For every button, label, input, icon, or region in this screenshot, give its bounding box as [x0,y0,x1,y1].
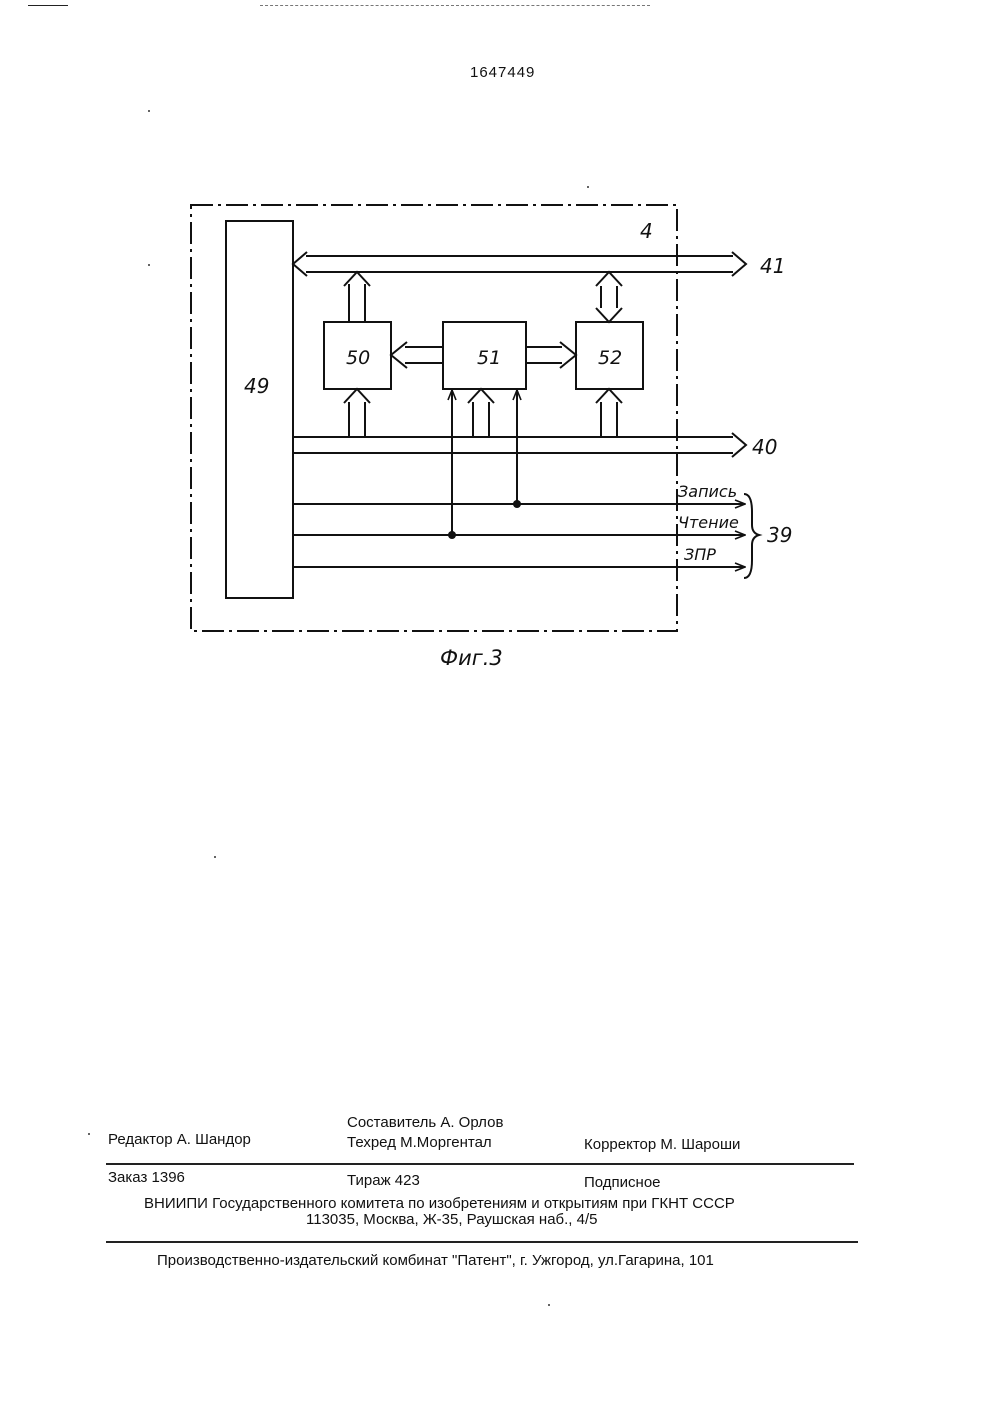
circuit-diagram: 49 50 51 52 4 41 40 [0,0,1000,700]
scan-speck [88,1133,90,1135]
bus-41-label: 41 [760,254,785,278]
link-51-to-52 [526,342,576,368]
subscription: Подписное [584,1174,661,1191]
scan-speck [548,1304,550,1306]
organization: ВНИИПИ Государственного комитета по изоб… [144,1195,735,1212]
footer-rule-bottom [106,1241,858,1243]
compiler: Составитель А. Орлов [347,1114,503,1131]
corrector: Корректор М. Шароши [584,1136,740,1153]
block-51-label: 51 [477,347,501,369]
link-40-to-51 [468,389,494,437]
signal-label-write: Запись [678,482,737,501]
bus-40-label: 40 [752,435,777,459]
block-52-label: 52 [598,347,622,369]
scan-speck [148,110,150,112]
order: Заказ 1396 [108,1169,185,1186]
address: 113035, Москва, Ж-35, Раушская наб., 4/5 [306,1211,598,1228]
link-40-to-52 [596,389,622,437]
scan-speck [587,186,589,188]
scan-speck [148,264,150,266]
block-50-label: 50 [346,347,370,369]
circulation: Тираж 423 [347,1172,420,1189]
editor: Редактор А. Шандор [108,1131,251,1148]
figure-caption: Фиг.3 [440,646,503,670]
group-39-label: 39 [767,523,792,547]
bus-41 [293,252,746,276]
link-51-to-50 [391,342,443,368]
signal-label-read: Чтение [678,513,739,532]
scan-speck [214,856,216,858]
techred: Техред М.Моргентал [347,1134,492,1151]
publisher: Производственно-издательский комбинат "П… [157,1252,714,1269]
bus-40 [293,433,746,457]
link-50-to-41 [344,272,370,322]
frame-label: 4 [640,219,653,243]
link-40-to-50 [344,389,370,437]
block-49-label: 49 [244,374,269,398]
signal-label-zpr: ЗПР [684,545,716,564]
block-49 [226,221,293,598]
footer-rule-top [106,1163,854,1165]
group-brace [744,494,759,578]
link-52-41 [596,272,622,322]
